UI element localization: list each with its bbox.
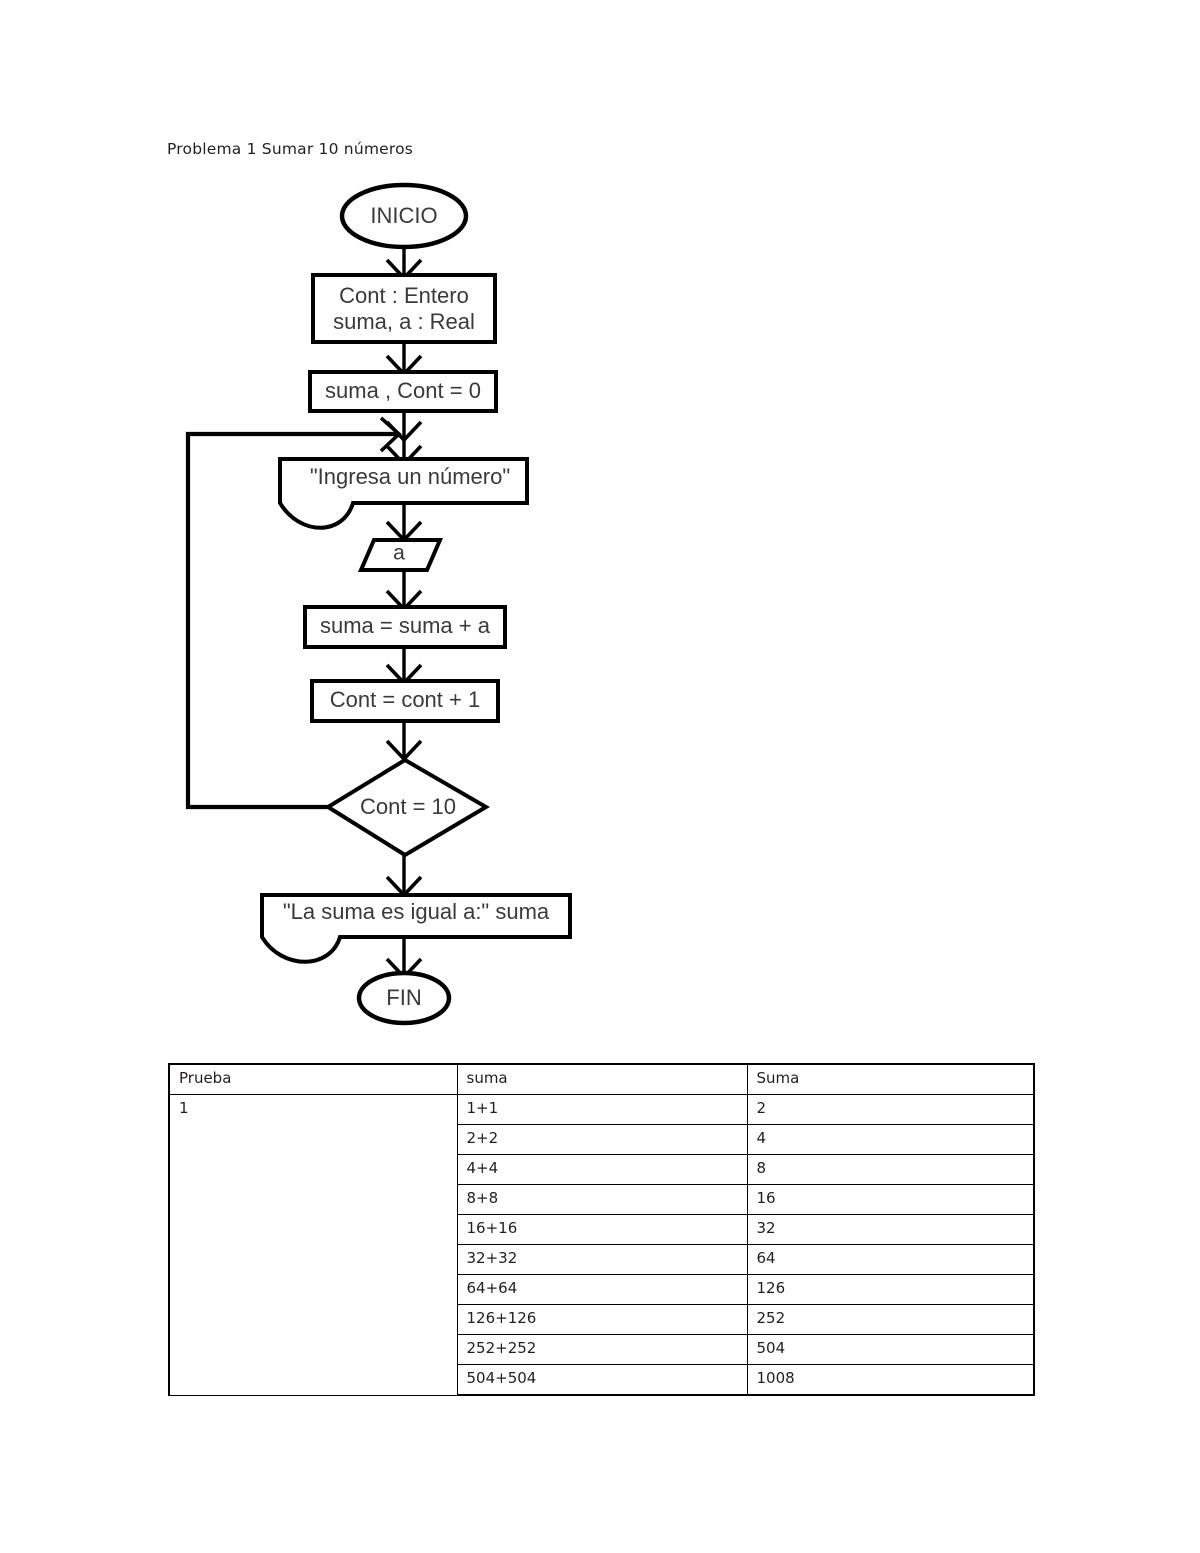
cell-suma-total: 8 xyxy=(746,1154,1035,1185)
connector-loop-back xyxy=(185,416,402,810)
table-row: 8+8 16 xyxy=(169,1184,1035,1215)
cell-suma-expression: 504+504 xyxy=(456,1364,748,1396)
cell-suma-expression: 1+1 xyxy=(456,1094,748,1125)
table-row: 64+64 126 xyxy=(169,1274,1035,1305)
table-row: 504+504 1008 xyxy=(169,1364,1035,1396)
node-input-label: a xyxy=(393,542,405,565)
node-start-label: INICIO xyxy=(370,203,437,228)
cell-suma-expression: 252+252 xyxy=(456,1334,748,1365)
node-declare[interactable]: Cont : Entero suma, a : Real xyxy=(311,273,497,344)
node-output[interactable]: "La suma es igual a:" suma xyxy=(260,893,572,964)
flowchart-diagram: INICIO Cont : Entero suma, a : Real suma… xyxy=(185,182,572,1026)
table-body: 1 1+1 2 2+2 4 4+4 8 8+8 16 16+16 32 32+3… xyxy=(168,1094,1035,1396)
cell-suma-total: 126 xyxy=(746,1274,1035,1305)
cell-prueba-number: 1 xyxy=(168,1094,458,1396)
cell-suma-total: 64 xyxy=(746,1244,1035,1275)
node-accumulate[interactable]: suma = suma + a xyxy=(303,605,507,649)
node-start[interactable]: INICIO xyxy=(339,182,469,250)
cell-suma-total: 1008 xyxy=(746,1364,1035,1396)
node-declare-line2: suma, a : Real xyxy=(333,309,475,334)
table-header-row: Prueba suma Suma xyxy=(168,1063,1035,1095)
cell-suma-total: 4 xyxy=(746,1124,1035,1155)
cell-suma-expression: 64+64 xyxy=(456,1274,748,1305)
cell-suma-expression: 8+8 xyxy=(456,1184,748,1215)
node-increment[interactable]: Cont = cont + 1 xyxy=(310,679,500,723)
node-decision-label: Cont = 10 xyxy=(360,794,456,819)
table-row: 126+126 252 xyxy=(169,1304,1035,1335)
node-output-label: "La suma es igual a:" suma xyxy=(283,899,550,924)
node-end-label: FIN xyxy=(386,985,421,1010)
connector-prompt-to-input xyxy=(385,505,423,543)
cell-suma-expression: 32+32 xyxy=(456,1244,748,1275)
table-row: 252+252 504 xyxy=(169,1334,1035,1365)
table-row: 4+4 8 xyxy=(169,1154,1035,1185)
cell-suma-total: 2 xyxy=(746,1094,1035,1125)
cell-suma-total: 32 xyxy=(746,1214,1035,1245)
node-init-label: suma , Cont = 0 xyxy=(325,378,481,403)
connector-input-to-accumulate xyxy=(385,570,423,612)
node-end[interactable]: FIN xyxy=(356,970,452,1026)
column-header-prueba: Prueba xyxy=(168,1063,458,1095)
connector-decision-to-output xyxy=(385,855,423,898)
trace-table: Prueba suma Suma 1 1+1 2 2+2 4 4+4 8 8+8… xyxy=(168,1063,1035,1396)
connector-increment-to-decision xyxy=(385,721,423,762)
cell-suma-expression: 4+4 xyxy=(456,1154,748,1185)
node-input[interactable]: a xyxy=(357,538,444,572)
table-row: 32+32 64 xyxy=(169,1244,1035,1275)
cell-suma-expression: 16+16 xyxy=(456,1214,748,1245)
table-row: 2+2 4 xyxy=(169,1124,1035,1155)
cell-suma-expression: 126+126 xyxy=(456,1304,748,1335)
node-accumulate-label: suma = suma + a xyxy=(320,613,491,638)
node-decision[interactable]: Cont = 10 xyxy=(324,757,490,858)
cell-suma-total: 252 xyxy=(746,1304,1035,1335)
connector-accumulate-to-increment xyxy=(385,647,423,686)
cell-suma-total: 504 xyxy=(746,1334,1035,1365)
node-init[interactable]: suma , Cont = 0 xyxy=(308,370,498,413)
table-row: 16+16 32 xyxy=(169,1214,1035,1245)
table-row: 1 1+1 2 xyxy=(168,1094,1035,1396)
node-declare-line1: Cont : Entero xyxy=(339,283,469,308)
connector-declare-to-init xyxy=(385,342,423,377)
cell-suma-expression: 2+2 xyxy=(456,1124,748,1155)
cell-suma-total: 16 xyxy=(746,1184,1035,1215)
column-header-suma-total: Suma xyxy=(746,1063,1035,1095)
node-increment-label: Cont = cont + 1 xyxy=(330,687,480,712)
node-prompt-label: "Ingresa un número" xyxy=(310,464,510,489)
connector-init-to-prompt xyxy=(385,410,423,467)
column-header-suma-expr: suma xyxy=(456,1063,748,1095)
node-prompt[interactable]: "Ingresa un número" xyxy=(278,457,529,530)
page-title: Problema 1 Sumar 10 números xyxy=(167,140,414,158)
